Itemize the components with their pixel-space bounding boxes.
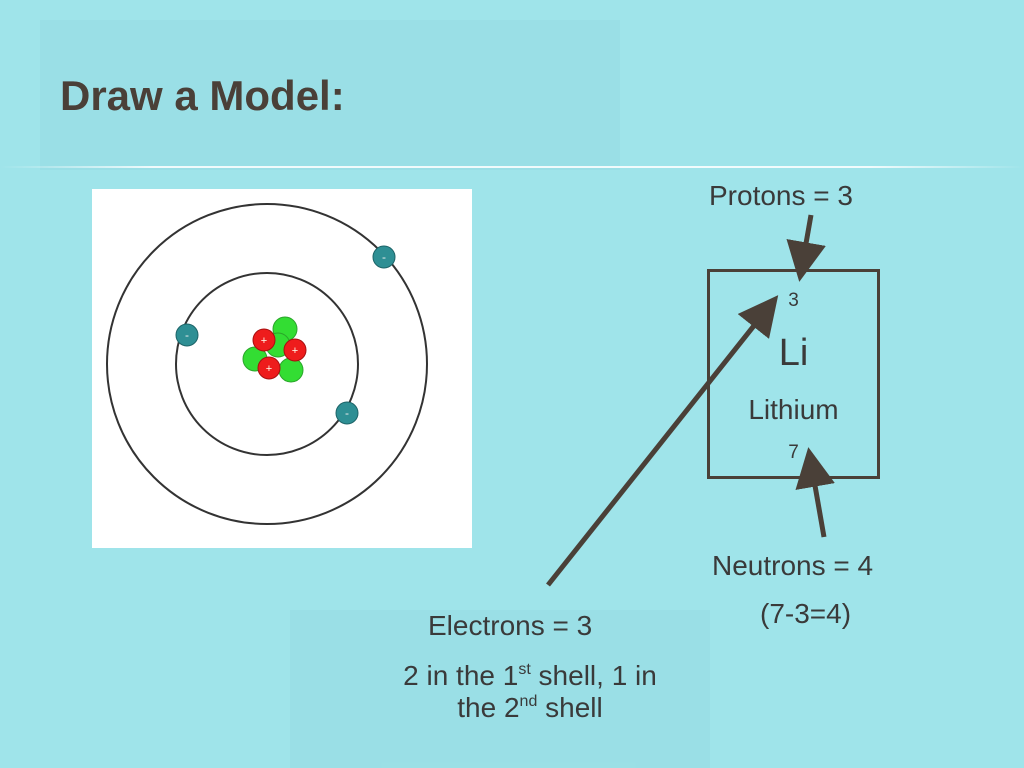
electrons-label: Electrons = 3 [428, 610, 593, 641]
element-tile-lithium: 3 Li Lithium 7 [707, 269, 880, 479]
shells-note-part: 2 in the 1 [403, 660, 519, 691]
proton [252, 328, 276, 352]
neutrons-label: Neutrons = 4 [712, 550, 874, 581]
background-texture [40, 20, 620, 170]
protons-arrow [786, 214, 826, 282]
outer-orbit [106, 203, 428, 525]
proton [257, 356, 281, 380]
electron-sign: - [382, 250, 386, 264]
neutrons-calculation: (7-3=4) [760, 598, 852, 629]
inner-orbit [175, 272, 359, 456]
slide-title: Draw a Model: [60, 72, 345, 119]
proton-sign: + [266, 363, 272, 375]
proton-sign: + [261, 335, 267, 347]
electron [335, 401, 359, 425]
background-texture [290, 610, 710, 768]
element-name: Lithium [748, 394, 839, 425]
electron [372, 245, 396, 269]
bohr-model-diagram: + + + - - - [106, 203, 428, 525]
proton-sign: + [292, 345, 298, 357]
superscript-ordinal: st [518, 661, 531, 678]
atomic-number: 3 [788, 290, 799, 311]
bohr-model-panel: + + + - - - [92, 189, 472, 548]
neutron [278, 357, 304, 383]
element-symbol: Li [778, 332, 809, 374]
mass-number: 7 [788, 442, 799, 463]
shells-note-part: shell [537, 692, 603, 723]
electron-sign: - [185, 328, 189, 342]
electron-sign: - [345, 406, 349, 420]
shells-note-part: shell, 1 in the 2 [457, 660, 657, 723]
title-divider [0, 166, 1024, 168]
proton [283, 338, 307, 362]
electron-shells-note: 2 in the 1st shell, 1 in the 2nd shell [380, 660, 680, 724]
superscript-ordinal: nd [519, 693, 538, 710]
electron [175, 323, 199, 347]
protons-label: Protons = 3 [709, 180, 853, 211]
